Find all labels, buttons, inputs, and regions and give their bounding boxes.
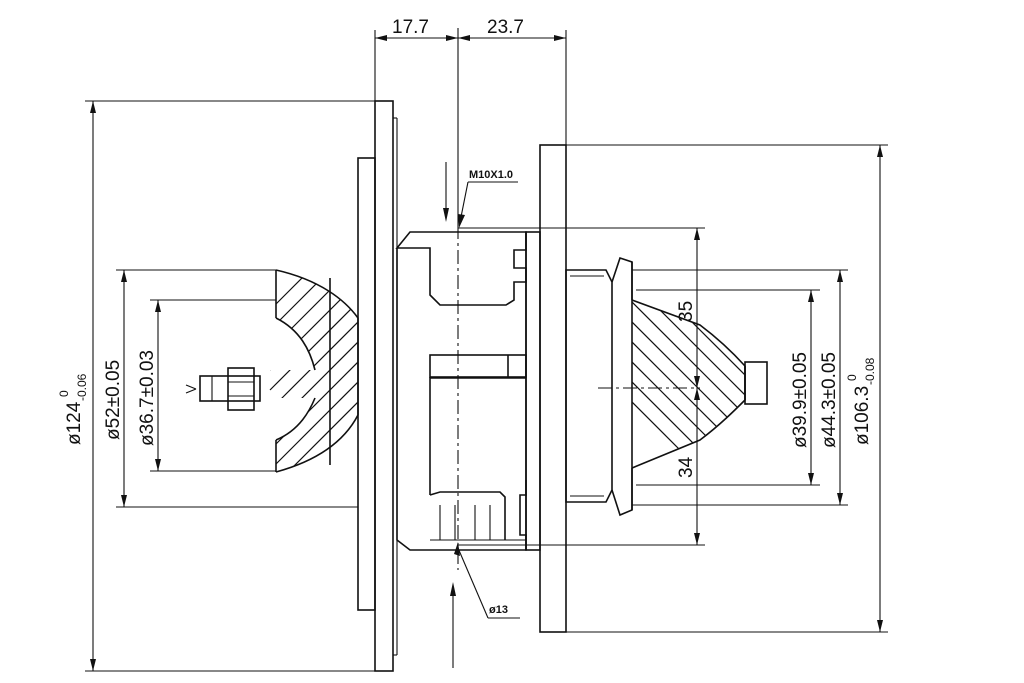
svg-text:0: 0 (845, 374, 859, 381)
turbine-flange (525, 144, 567, 633)
bore-leader (450, 542, 520, 668)
dim-left-inner-label: ø36.7±0.03 (137, 350, 158, 446)
dim-top-left-label: 17.7 (392, 17, 429, 38)
compressor-backplate (357, 100, 398, 672)
dim-right-wheel-label: ø44.3±0.05 (819, 352, 840, 448)
dim-right-outer (566, 144, 888, 633)
bearing-housing (395, 231, 527, 551)
svg-text:0: 0 (57, 390, 71, 397)
svg-text:-0.08: -0.08 (863, 357, 877, 385)
dim-offsets (458, 227, 705, 546)
dim-right-wheel (632, 269, 848, 506)
turbine-wheel (565, 256, 768, 517)
dim-right-outer-label: ø106.3 0 -0.08 (845, 357, 877, 445)
svg-text:ø124: ø124 (64, 401, 85, 445)
dim-left-wheel-label: ø52±0.05 (103, 360, 124, 440)
dim-lower-offset: 34 (676, 456, 697, 478)
dim-upper-offset: 35 (676, 301, 697, 322)
thread-label: M10X1.0 (469, 169, 513, 181)
dim-right-inner-label: ø39.9±0.05 (790, 352, 811, 448)
bore-label: ø13 (489, 604, 508, 616)
dim-left-outer (85, 100, 375, 672)
shaft-nut (185, 367, 261, 411)
svg-text:-0.06: -0.06 (75, 373, 89, 401)
svg-text:ø106.3: ø106.3 (852, 386, 873, 445)
thread-leader (443, 162, 518, 228)
dim-top (374, 28, 567, 225)
dim-top-right-label: 23.7 (487, 17, 524, 38)
dim-left-outer-label: ø124 0 -0.06 (57, 373, 89, 445)
dim-left-wheel (116, 269, 358, 508)
dim-right-inner (636, 289, 820, 486)
dim-left-inner (150, 299, 276, 472)
compressor-wheel (269, 269, 359, 473)
